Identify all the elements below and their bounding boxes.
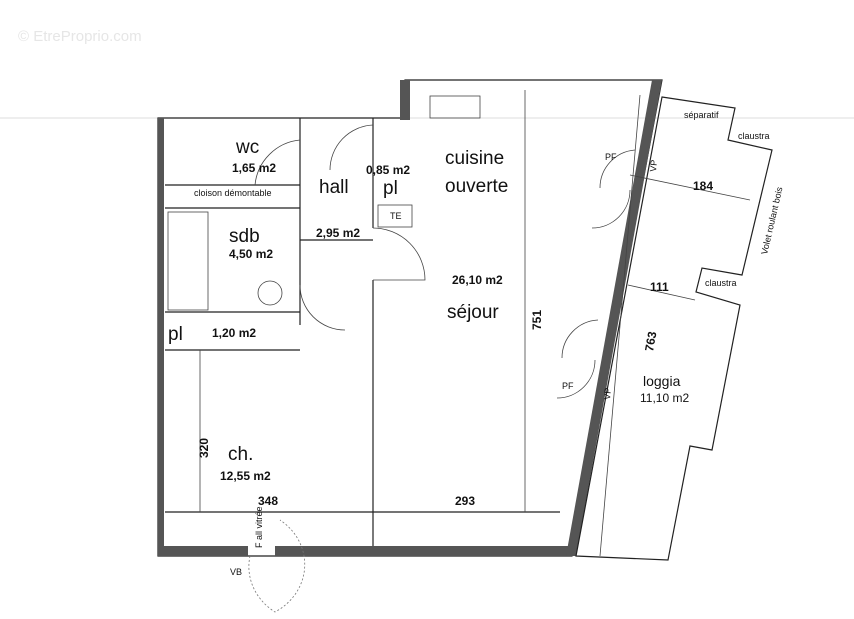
cuisine-label-1: cuisine xyxy=(445,148,504,169)
pf-label-1: PF xyxy=(605,152,617,162)
vp-label-1: VP xyxy=(648,159,659,172)
cloison-label: cloison démontable xyxy=(194,188,272,198)
dim-763: 763 xyxy=(642,330,659,352)
loggia-label: loggia xyxy=(643,373,681,389)
placard2-label: pl xyxy=(168,324,183,345)
loggia-area: 11,10 m2 xyxy=(640,391,689,405)
cuisine-label-2: ouverte xyxy=(445,176,508,197)
dim-751: 751 xyxy=(530,310,544,330)
room-labels: wc 1,65 m2 cloison démontable hall 2,95 … xyxy=(168,137,689,483)
sejour-area: 26,10 m2 xyxy=(452,273,503,287)
chambre-label: ch. xyxy=(228,444,253,465)
chambre-area: 12,55 m2 xyxy=(220,469,271,483)
claustra-label-2: claustra xyxy=(705,278,737,288)
wc-area: 1,65 m2 xyxy=(232,161,276,175)
sejour-label: séjour xyxy=(447,302,499,323)
dim-320: 320 xyxy=(197,438,211,458)
placard2-area: 1,20 m2 xyxy=(212,326,256,340)
fall-vitree-label: F all vitrée xyxy=(254,506,264,548)
loggia-outline xyxy=(575,94,773,561)
dim-348: 348 xyxy=(258,494,278,508)
interior-walls xyxy=(165,90,560,546)
door-swings xyxy=(248,124,636,613)
claustra-label-1: claustra xyxy=(738,131,770,141)
te-label: TE xyxy=(390,211,402,221)
watermark: © EtreProprio.com xyxy=(18,28,142,45)
dimension-labels: 751 320 348 293 184 111 763 xyxy=(197,179,713,508)
placard1-label: pl xyxy=(383,178,398,199)
dim-184: 184 xyxy=(693,179,713,193)
volet-label: Volet roulant bois xyxy=(759,185,784,255)
dim-293: 293 xyxy=(455,494,475,508)
vp-label-2: VP xyxy=(602,387,613,400)
sdb-label: sdb xyxy=(229,226,260,247)
pf-label-2: PF xyxy=(562,381,574,391)
hall-area: 2,95 m2 xyxy=(316,226,360,240)
sdb-area: 4,50 m2 xyxy=(229,247,273,261)
exterior-walls xyxy=(157,79,663,557)
placard1-area: 0,85 m2 xyxy=(366,163,410,177)
separatif-label: séparatif xyxy=(684,110,719,120)
dim-111: 111 xyxy=(650,280,669,294)
wc-label: wc xyxy=(235,137,259,158)
hall-label: hall xyxy=(319,177,349,198)
vb-label: VB xyxy=(230,567,242,577)
